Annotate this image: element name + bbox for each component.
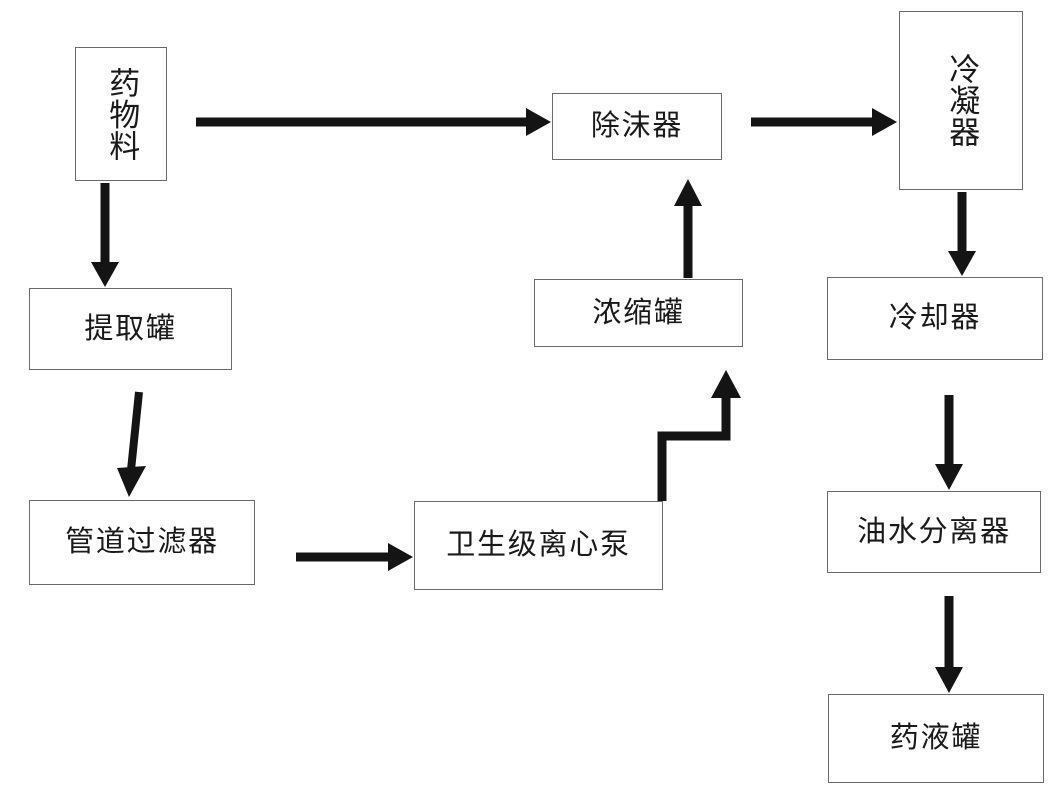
edge-extraction-to-filter	[117, 391, 146, 497]
node-demister[interactable]: 除沫器	[552, 93, 722, 160]
edge-concentration-to-demister	[674, 179, 702, 278]
node-condenser[interactable]: 冷凝器	[899, 11, 1023, 190]
edge-separator-to-tank	[935, 596, 963, 693]
node-cooler[interactable]: 冷却器	[827, 277, 1043, 360]
edge-material-to-demister	[196, 108, 551, 136]
node-label: 管道过滤器	[65, 526, 219, 559]
edge-pump-to-concentration	[657, 370, 741, 501]
node-label: 油水分离器	[857, 515, 1011, 548]
node-concentration-tank[interactable]: 浓缩罐	[534, 279, 743, 347]
node-pipeline-filter[interactable]: 管道过滤器	[29, 500, 255, 585]
node-liquid-medicine-tank[interactable]: 药液罐	[828, 694, 1044, 783]
node-label: 药液罐	[889, 722, 983, 755]
edge-cooler-to-separator	[935, 395, 963, 490]
node-drug-material[interactable]: 药物料	[75, 47, 167, 181]
node-extraction-tank[interactable]: 提取罐	[29, 288, 232, 370]
node-sanitary-centrifugal-pump[interactable]: 卫生级离心泵	[414, 501, 663, 590]
edge-material-to-extraction	[91, 183, 119, 287]
node-label: 浓缩罐	[592, 296, 685, 329]
node-label: 冷却器	[888, 302, 982, 335]
node-oil-water-separator[interactable]: 油水分离器	[827, 491, 1041, 573]
node-label: 卫生级离心泵	[446, 529, 631, 562]
node-label: 冷凝器	[944, 53, 980, 148]
node-label: 药物料	[104, 66, 140, 162]
edge-demister-to-condenser	[751, 108, 897, 136]
edge-filter-to-pump	[296, 543, 413, 571]
node-label: 除沫器	[590, 110, 684, 143]
node-label: 提取罐	[84, 312, 177, 345]
edge-condenser-to-cooler	[948, 192, 976, 276]
